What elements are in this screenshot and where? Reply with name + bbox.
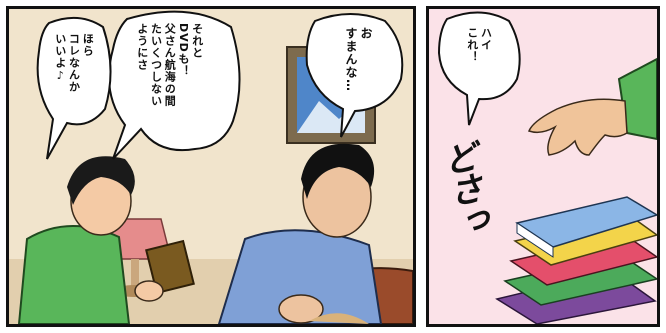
father-figure xyxy=(217,143,383,324)
text-line: ハイ xyxy=(479,27,493,51)
son-figure xyxy=(17,156,195,324)
text-line: ようにさ xyxy=(135,23,149,71)
handing-hand xyxy=(528,57,657,156)
text-line: すまんな… xyxy=(344,27,358,92)
text-line: いいよ♪ xyxy=(53,33,67,83)
text-line: お xyxy=(359,27,373,40)
bubble-son-small-text: ほら コレなんか いいよ♪ xyxy=(53,33,95,123)
left-scene-art xyxy=(9,9,413,324)
bubble-hand-text: ハイ これ！ xyxy=(465,27,493,97)
bubble-son-main-text: それと DVDも！ 父さん航海の間 たいくつしない ようにさ xyxy=(135,23,204,143)
right-scene-art xyxy=(429,9,657,324)
book-stack xyxy=(495,196,657,324)
bubble-son-main xyxy=(108,10,241,160)
text-line: たいくつしない xyxy=(149,23,163,107)
bubble-hand xyxy=(437,11,521,126)
text-line: ほら xyxy=(81,33,95,57)
right-panel: ハイ これ！ どさっ xyxy=(426,6,660,327)
left-panel: それと DVDも！ 父さん航海の間 たいくつしない ようにさ ほら コレなんか … xyxy=(6,6,416,327)
bubble-father xyxy=(305,13,404,138)
bubble-son-small xyxy=(36,16,112,160)
text-line: これ！ xyxy=(465,27,479,63)
text-line: それと xyxy=(190,23,204,59)
text-line: コレなんか xyxy=(67,33,81,93)
text-line: 父さん航海の間 xyxy=(163,23,177,107)
bubble-father-text: お すまんな… xyxy=(343,27,373,107)
text-line: DVDも！ xyxy=(177,23,190,77)
